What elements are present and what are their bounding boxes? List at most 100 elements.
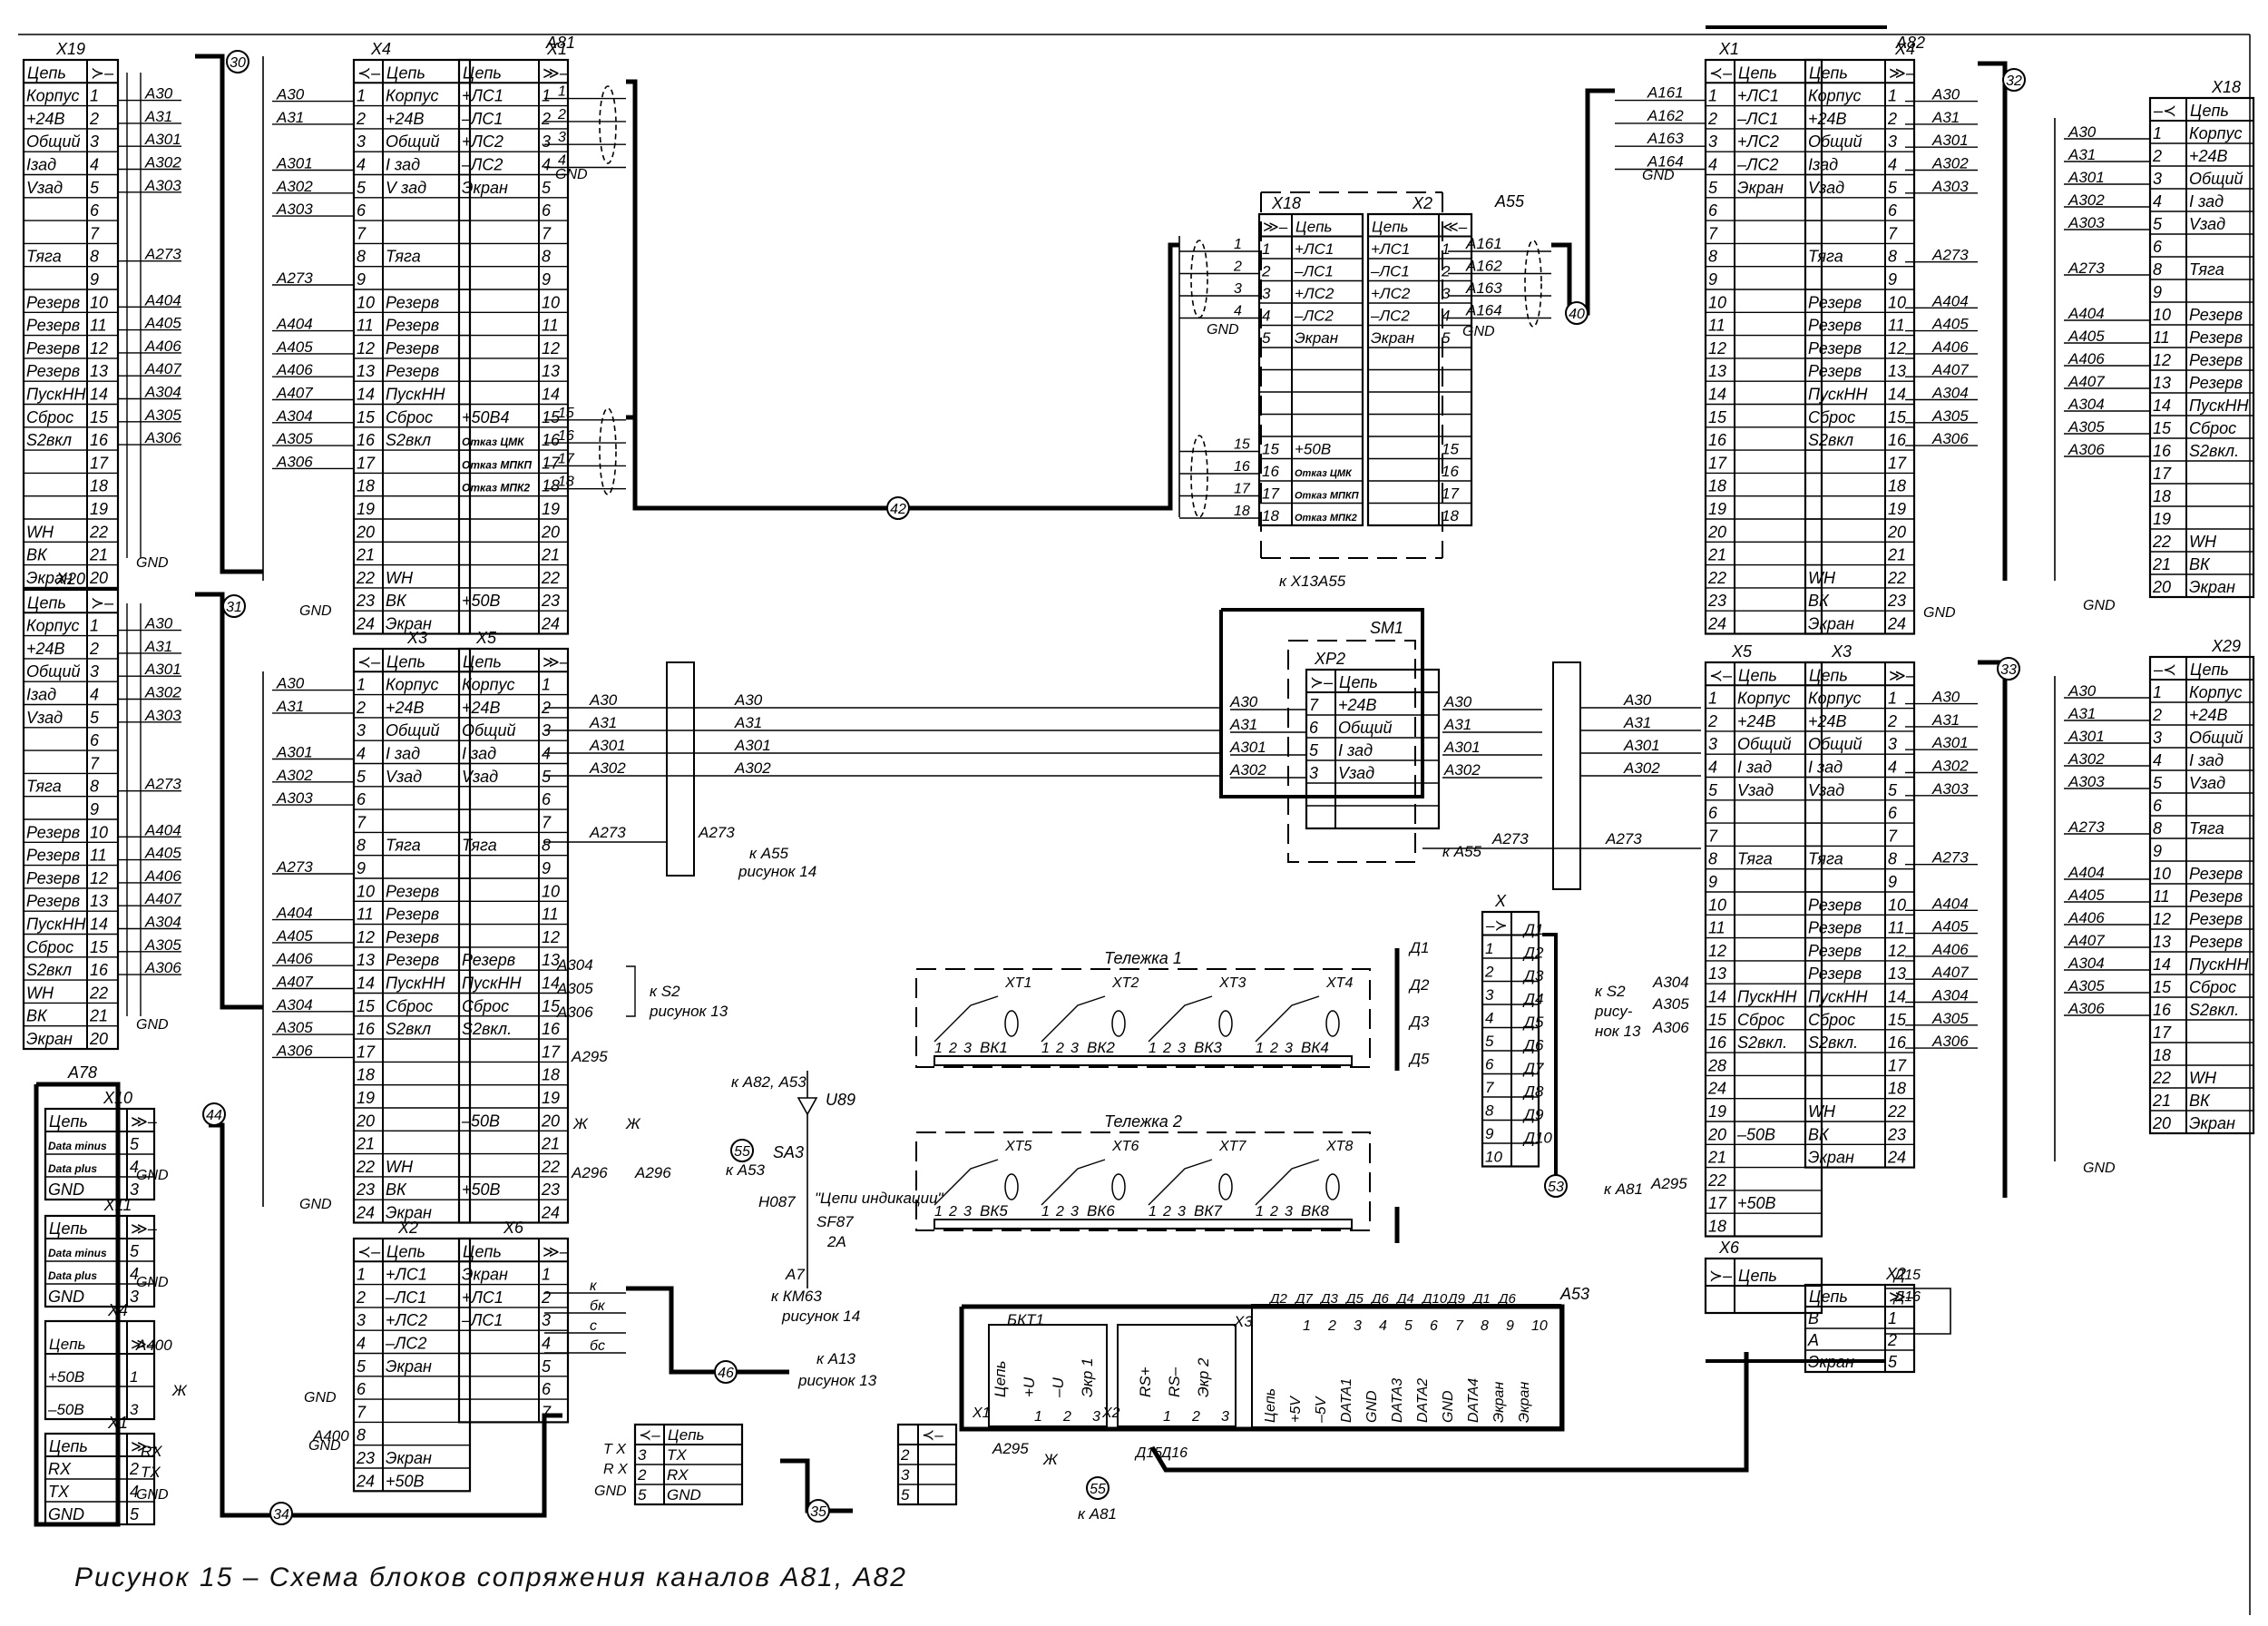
wire-label: А302	[144, 154, 181, 171]
shield-marker	[1190, 435, 1208, 518]
cell-text: 22	[356, 569, 375, 587]
wire-label: Д5	[1408, 1050, 1430, 1067]
wire-label: Д2	[1522, 945, 1544, 962]
cell-text: Vзад	[26, 179, 63, 197]
header-cell: ≫–	[1889, 1288, 1916, 1306]
cell-text: 11	[2153, 887, 2170, 906]
bubble-text: 35	[810, 1504, 826, 1520]
cell-text: Тяга	[386, 248, 421, 266]
cell-text: 23	[356, 1180, 375, 1199]
cell-text: S2вкл.	[2189, 442, 2239, 460]
pin-number: 2	[1062, 1409, 1071, 1425]
pin-marker	[1218, 1010, 1233, 1037]
cell-text: ПускНН	[386, 386, 446, 404]
cable-number-bubble: 30	[226, 50, 249, 73]
pin-number: 2	[948, 1204, 957, 1220]
pin-number: 3	[1092, 1409, 1100, 1425]
cell-text: 12	[2153, 910, 2171, 928]
cell-text: Резерв	[1808, 317, 1862, 335]
cell-text: I зад	[2189, 192, 2224, 211]
cell-text: –50В	[1736, 1125, 1775, 1143]
wire-label: А30	[144, 615, 173, 632]
cell-text: 22	[89, 984, 108, 1002]
bubble-text: 30	[230, 55, 246, 71]
wire-label: А273	[2068, 818, 2105, 836]
wire	[626, 965, 636, 1017]
cell-text: 9	[357, 859, 366, 877]
cell-text: Резерв	[1808, 339, 1862, 358]
block-label: А55	[1494, 192, 1525, 211]
cell-text: Резерв	[2189, 374, 2243, 392]
cell-text: Резерв	[386, 339, 439, 358]
cell-text: 3	[2153, 729, 2162, 747]
shield-marker	[599, 407, 617, 495]
wire-label: Д3	[1522, 967, 1544, 984]
connector-title: X29	[2211, 637, 2241, 655]
terminal-label: XT2	[1111, 975, 1139, 991]
pin-label: Д1	[1471, 1291, 1491, 1307]
pin-number: 1	[1256, 1204, 1264, 1220]
wire-label: А404	[144, 821, 181, 838]
cell-text: 23	[541, 1180, 560, 1199]
pin-number: 3	[963, 1204, 972, 1220]
cable-number-bubble: 44	[202, 1102, 226, 1126]
cell-text: 1	[357, 87, 366, 105]
header-cell: ≺–	[639, 1426, 660, 1444]
cell-text: Общий	[386, 721, 439, 740]
cell-text: 4	[357, 745, 366, 763]
cell-text: 2	[1484, 964, 1494, 981]
cell-text: TX	[48, 1483, 70, 1501]
wire-label: А406	[276, 361, 313, 378]
cell-text: 8	[90, 248, 99, 266]
switch-contact	[934, 1159, 999, 1206]
wire-label: А30	[2068, 682, 2097, 700]
reference-note: рисунок 13	[649, 1003, 728, 1020]
pin-number: 1	[1034, 1409, 1042, 1425]
cell-text: 10	[357, 882, 375, 900]
cell-text: 21	[541, 1135, 560, 1153]
reference-note: к КМ63	[771, 1288, 822, 1305]
wire-label: А305	[144, 936, 181, 954]
wiring	[118, 56, 2150, 1354]
cell-text: 3	[1442, 285, 1451, 302]
cable-number-bubble: 42	[886, 496, 910, 520]
wire-label: А301	[2068, 728, 2105, 745]
cell-text: 14	[1708, 988, 1726, 1006]
cell-text: 5	[1442, 329, 1451, 347]
wire-label: А400	[135, 1337, 172, 1354]
bubble-circle	[807, 1499, 830, 1523]
bubble-text: 55	[734, 1144, 750, 1160]
pin-number: 4	[1379, 1318, 1387, 1334]
a53-column: DATA1	[1339, 1378, 1354, 1423]
cell-text: Резерв	[386, 317, 439, 335]
wire	[959, 1304, 1565, 1432]
wire-label: А306	[2068, 1000, 2105, 1017]
bubble-text: 33	[2000, 662, 2017, 678]
cell-text: 9	[542, 270, 551, 289]
cell-text: ВК	[26, 546, 48, 564]
wire-label: Д16	[1159, 1445, 1188, 1461]
cell-text: 10	[1708, 293, 1726, 311]
header-cell: ≺–	[922, 1426, 943, 1444]
cell-text: ВК	[1808, 592, 1830, 610]
reference-note: к S2	[1595, 983, 1626, 1000]
cell-text: Общий	[2189, 729, 2243, 747]
cable-number-bubble: 46	[714, 1360, 738, 1384]
pin-number: 1	[1234, 237, 1242, 252]
cell-text: +ЛС1	[1371, 240, 1410, 258]
wire-label: А30	[1229, 693, 1258, 710]
cell-text: 12	[542, 928, 560, 946]
wire-label: А301	[589, 737, 626, 754]
wire-label: А405	[276, 338, 313, 356]
header-cell: ≺–	[357, 1242, 381, 1260]
cell-text: 11	[357, 906, 374, 924]
terminal-label: XT4	[1325, 975, 1353, 991]
terminal-label: XT1	[1004, 975, 1031, 991]
cell-text: 11	[90, 847, 107, 865]
cell-text: Отказ МПК2	[462, 482, 530, 495]
cell-text: 18	[1708, 1218, 1726, 1236]
cell-text: 17	[1708, 454, 1727, 472]
